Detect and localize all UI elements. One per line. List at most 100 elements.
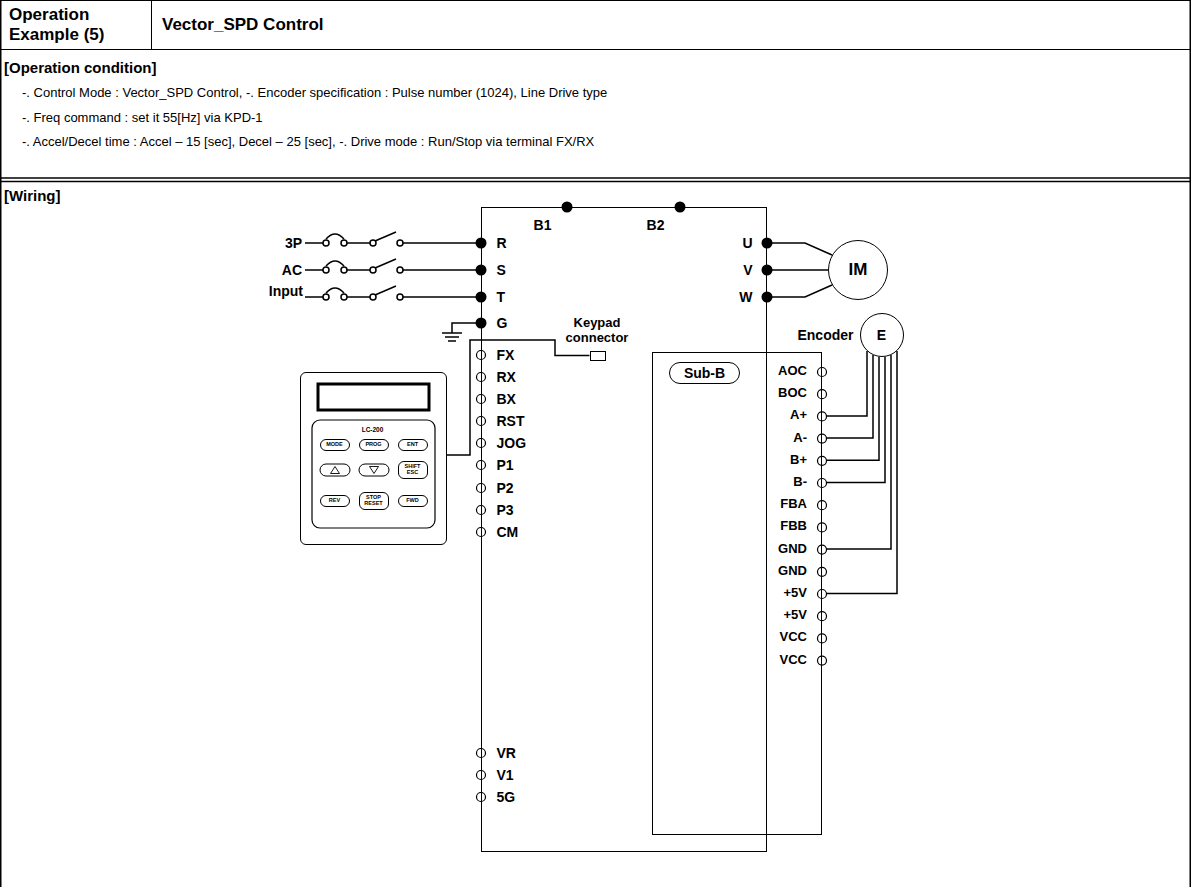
terminal-label: GND: [778, 541, 807, 556]
node-text: FWD: [406, 498, 419, 504]
encoder-terminal: [818, 479, 827, 488]
keypad-model: LC-200: [362, 426, 384, 433]
section-heading: [Wiring]: [4, 187, 61, 204]
encoder-label: E: [877, 326, 886, 342]
header-cell: Operation Example (5): [0, 0, 152, 50]
terminal-label: V1: [497, 766, 514, 782]
terminal-label: GND: [778, 563, 807, 578]
terminal-label: +5V: [784, 586, 808, 601]
signal-label: 3P: [285, 235, 302, 251]
node-text: REV: [329, 498, 340, 504]
encoder-terminal: [818, 412, 827, 421]
motor-circle: IM: [828, 240, 888, 300]
signal-label: Input: [269, 283, 303, 299]
encoder-terminal: [818, 656, 827, 665]
terminal-label: RST: [497, 412, 525, 428]
encoder-terminal: [818, 634, 827, 643]
encoder-terminal: [818, 612, 827, 621]
node-text: SHIFT ESC: [400, 464, 426, 475]
condition-text: -. Freq command : set it 55[Hz] via KPD-…: [22, 111, 263, 126]
keypad-button: ENT: [398, 439, 428, 451]
encoder-terminal: [818, 567, 827, 576]
terminal-label: G: [497, 314, 508, 330]
terminal-label: P3: [497, 501, 514, 517]
encoder-terminal: [818, 456, 827, 465]
keypad-illustration: [300, 372, 447, 545]
keypad-button: REV: [320, 495, 350, 507]
encoder-circle: EncoderE: [860, 313, 904, 357]
terminal-label: A+: [790, 408, 807, 423]
keypad-cable: [447, 340, 590, 455]
motor-wire: [767, 285, 832, 297]
page-frame: [1190, 0, 1191, 887]
terminal-label: AOC: [778, 364, 807, 379]
node-text: Sub-B: [684, 365, 725, 381]
encoder-terminal: [818, 545, 827, 554]
terminal-label: B2: [647, 216, 665, 232]
terminal-label: VR: [497, 744, 516, 760]
condition-text: -. Accel/Decel time : Accel – 15 [sec], …: [22, 135, 594, 150]
terminal-label: V: [743, 261, 752, 277]
terminal-label: T: [497, 288, 506, 304]
encoder-terminal: [818, 590, 827, 599]
terminal-label: VCC: [780, 630, 807, 645]
encoder-terminal: [818, 501, 827, 510]
terminal-label: BOC: [778, 386, 807, 401]
terminal-label: U: [742, 234, 752, 250]
sub-b-badge: Sub-B: [669, 362, 740, 384]
node-text: PROG: [365, 442, 381, 448]
breaker-switch: [305, 232, 481, 246]
encoder-terminal: [818, 368, 827, 377]
terminal-label: JOG: [497, 434, 527, 450]
signal-label: AC: [282, 262, 302, 278]
terminal-label: BX: [497, 390, 516, 406]
connector-label: Keypad connector: [555, 316, 639, 346]
terminal-label: CM: [497, 523, 519, 539]
terminal-label: +5V: [784, 608, 808, 623]
terminal-label: P2: [497, 479, 514, 495]
section-heading: [Operation condition]: [4, 59, 156, 76]
terminal-label: FX: [497, 346, 515, 362]
keypad-connector: Keypad connector: [590, 351, 606, 361]
motor-wire: [767, 243, 832, 255]
terminal-label: RX: [497, 368, 516, 384]
keypad: LC-200MODE PROG ENT SHIFT ESC REV STOP RESET F…: [300, 372, 447, 545]
terminal-label: P1: [497, 456, 514, 472]
header-title: Vector_SPD Control: [151, 0, 1191, 50]
terminal-label: 5G: [497, 788, 516, 804]
terminal-label: FBB: [780, 519, 807, 534]
node-text: MODE: [326, 442, 343, 448]
keypad-button: STOP RESET: [359, 492, 389, 510]
terminal-label: B1: [534, 216, 552, 232]
terminal-label: A-: [793, 430, 807, 445]
encoder-terminal: [818, 390, 827, 399]
keypad-button: MODE: [320, 439, 350, 451]
power-terminal: [762, 265, 773, 276]
node-text: Vector_SPD Control: [162, 15, 324, 35]
double-rule: [0, 177, 1191, 179]
encoder-wire: [822, 355, 892, 549]
page-frame: [0, 0, 2, 887]
sub-board: AOCBOCA+A-B+B-FBAFBBGNDGND+5V+5VVCCVCCSu…: [652, 352, 822, 835]
terminal-label: FBA: [780, 497, 807, 512]
inverter-box: B1B2RSTGUVWFXRXBXRSTJOGP1P2P3CMVRV15GKey…: [481, 207, 767, 852]
encoder-wire: [822, 351, 868, 416]
breaker-switch: [305, 286, 481, 300]
breaker-switch: [305, 259, 481, 273]
node-text: STOP RESET: [361, 495, 387, 506]
power-terminal: [762, 292, 773, 303]
terminal-label: VCC: [780, 652, 807, 667]
encoder-terminal: [818, 523, 827, 532]
encoder-wire: [822, 357, 886, 483]
condition-text: -. Control Mode : Vector_SPD Control, -.…: [22, 86, 607, 101]
terminal-label: S: [497, 261, 506, 277]
terminal-label: R: [497, 234, 507, 250]
double-rule: [0, 181, 1191, 183]
motor-wire: [767, 269, 828, 271]
ground-symbol: [442, 323, 481, 341]
encoder-wire: [822, 351, 898, 593]
encoder-label: Encoder: [797, 326, 853, 342]
